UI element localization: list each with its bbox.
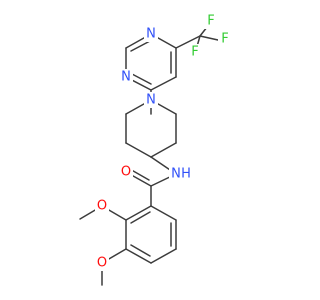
- bond: [175, 35, 201, 49]
- bond: [199, 35, 219, 41]
- atom-n-piperidine: N: [146, 93, 156, 108]
- molecule-diagram: F F F N N N N H O O O: [79, 13, 232, 286]
- label-mask: [169, 166, 191, 182]
- label-mask: [95, 255, 109, 271]
- bond: [131, 73, 152, 85]
- bond: [150, 248, 177, 264]
- label-mask: [188, 44, 202, 60]
- label-mask: [144, 92, 158, 108]
- atom-n-pyrimidine-top: N: [146, 27, 156, 42]
- atom-h-amide: H: [181, 167, 191, 182]
- atom-o-methoxy-lower: O: [97, 256, 107, 271]
- bonds: [79, 21, 219, 286]
- atom-f-right: F: [221, 32, 228, 47]
- bond: [130, 40, 151, 52]
- bond: [150, 142, 177, 158]
- bond: [125, 142, 152, 158]
- bond: [150, 76, 177, 91]
- bond: [130, 211, 151, 224]
- label-mask: [119, 164, 133, 180]
- atom-o-carbonyl: O: [121, 165, 131, 180]
- atom-f-top: F: [207, 14, 214, 29]
- bond: [125, 205, 152, 221]
- atom-f-left: F: [191, 45, 198, 60]
- atom-n-amide: N: [171, 167, 181, 182]
- label-mask: [218, 31, 232, 47]
- atom-o-methoxy-upper: O: [97, 199, 107, 214]
- atom-labels: F F F N N N N H O O O: [95, 13, 232, 271]
- label-mask: [204, 13, 218, 29]
- bond: [130, 244, 151, 257]
- label-mask: [95, 198, 109, 214]
- label-mask: [119, 69, 133, 85]
- bond: [125, 248, 152, 264]
- atom-n-pyrimidine-bottom: N: [121, 70, 131, 85]
- bond: [150, 205, 177, 221]
- label-mask: [144, 26, 158, 42]
- structure-drawing: F F F N N N N H O O O: [79, 13, 232, 286]
